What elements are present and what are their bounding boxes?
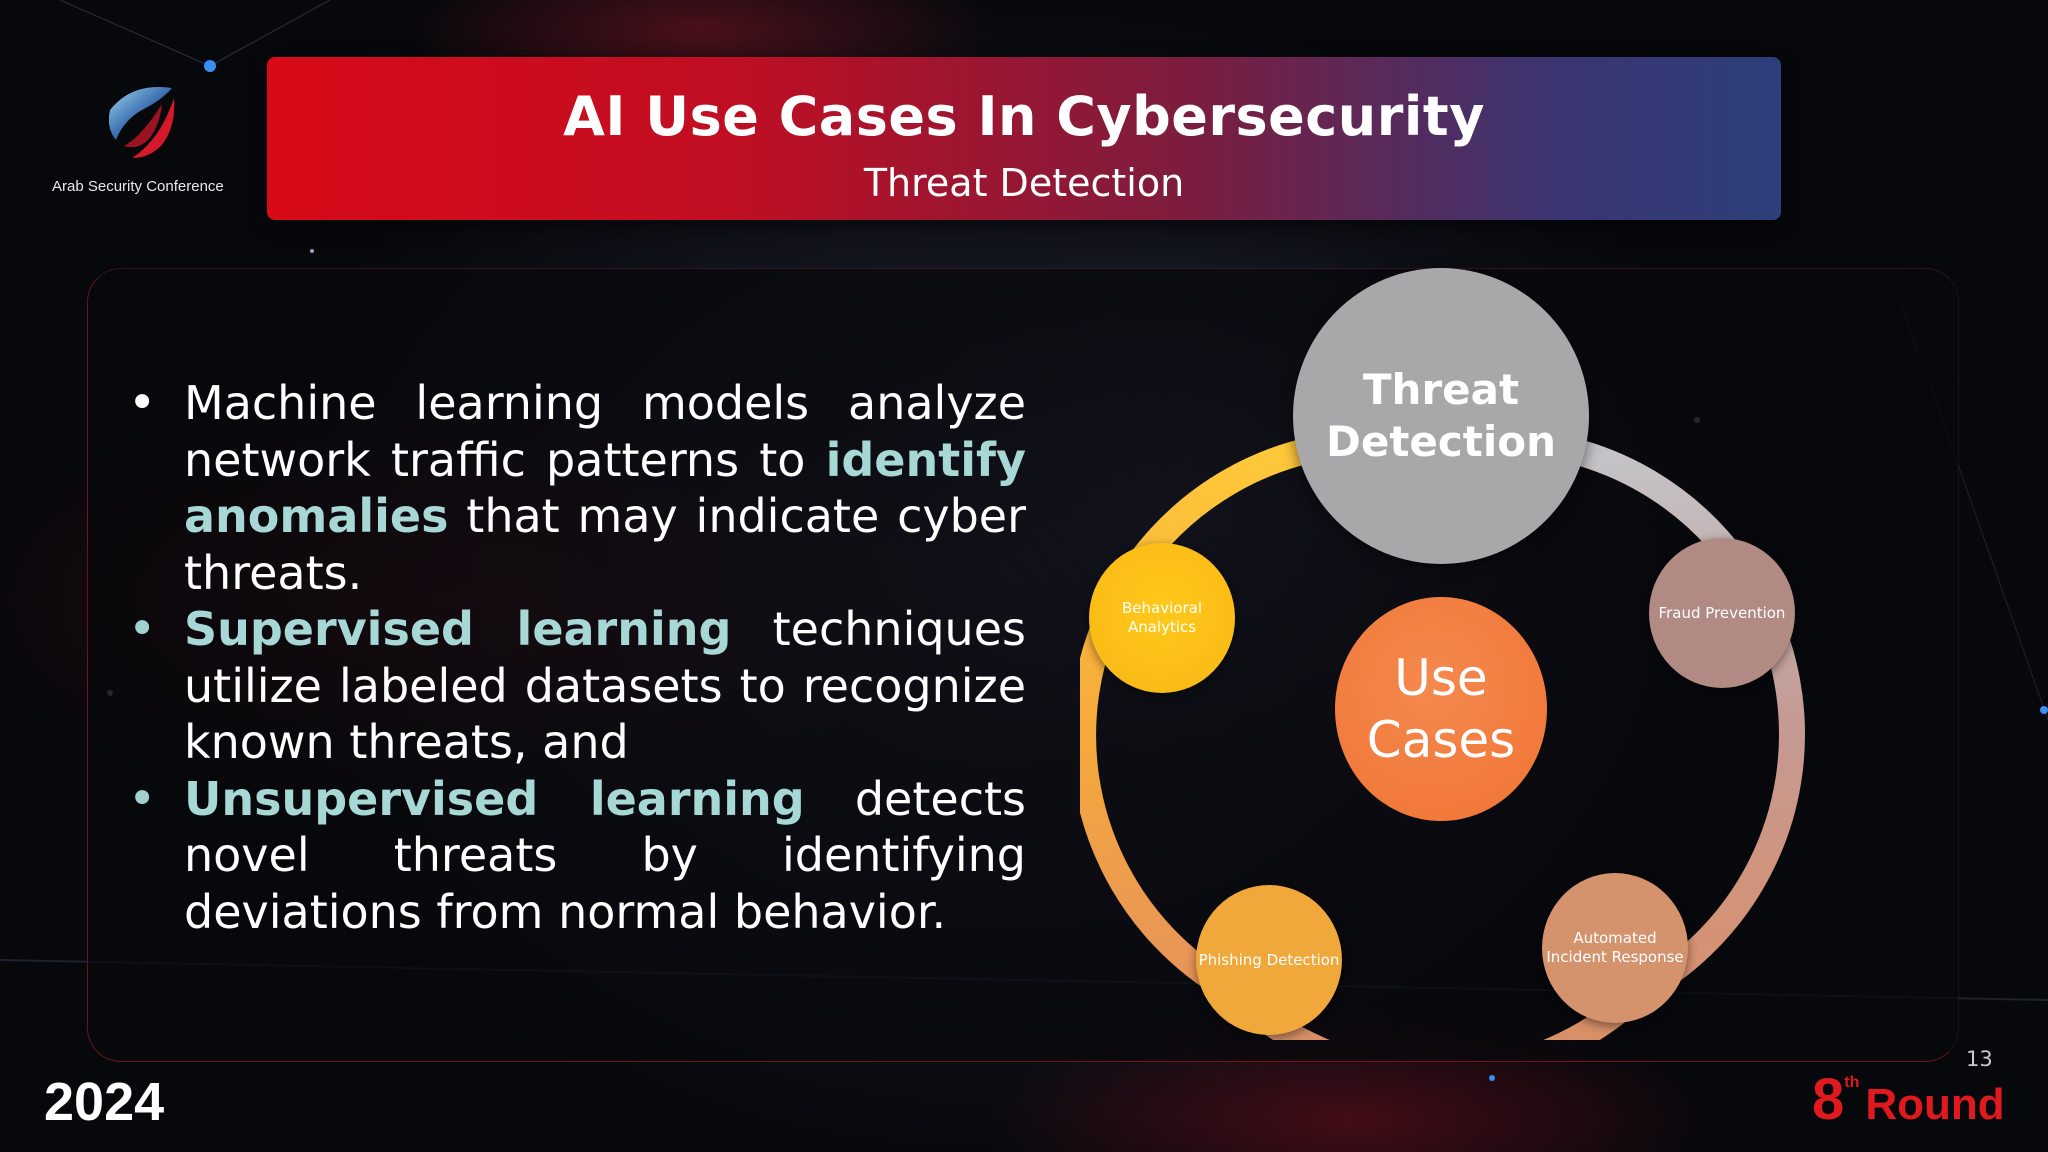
conference-logo: Arab Security Conference bbox=[40, 80, 240, 210]
shield-logo-icon bbox=[108, 86, 175, 158]
page-number: 13 bbox=[1966, 1047, 1993, 1071]
bullet-highlight: Unsupervised learning bbox=[184, 771, 805, 826]
year-label: 2024 bbox=[44, 1072, 165, 1132]
page-title: AI Use Cases In Cybersecurity bbox=[563, 85, 1485, 148]
round-number: 8 bbox=[1812, 1067, 1845, 1132]
behavioral-analytics-circle: Behavioral Analytics bbox=[1089, 543, 1235, 693]
logo-text: Arab Security Conference bbox=[52, 178, 224, 195]
page-subtitle: Threat Detection bbox=[863, 161, 1185, 205]
phishing-detection-circle: Phishing Detection bbox=[1196, 885, 1342, 1035]
bullet-marker: • bbox=[128, 375, 157, 431]
bullet-item: • Machine learning models analyze networ… bbox=[122, 375, 1026, 601]
automated-incident-response-circle: Automated Incident Response bbox=[1542, 873, 1688, 1023]
bullet-highlight: identify anomalies bbox=[184, 432, 1026, 544]
round-suffix: th bbox=[1844, 1074, 1860, 1091]
bullet-item: • Unsupervised learning detects novel th… bbox=[122, 771, 1026, 941]
round-word: Round bbox=[1865, 1080, 2005, 1129]
bullet-text: Supervised learning techniques utilize l… bbox=[184, 601, 1026, 771]
round-logo: 8th Round bbox=[1812, 1066, 2005, 1133]
fraud-prevention-circle: Fraud Prevention bbox=[1649, 538, 1795, 688]
threat-detection-circle: Threat Detection bbox=[1293, 268, 1589, 564]
bullet-item: • Supervised learning techniques utilize… bbox=[122, 601, 1026, 771]
bullet-text: Machine learning models analyze network … bbox=[184, 375, 1026, 601]
use-cases-diagram: Threat Detection Use Cases Fraud Prevent… bbox=[1080, 260, 1840, 1040]
bullet-marker: • bbox=[128, 770, 157, 827]
title-banner: AI Use Cases In Cybersecurity Threat Det… bbox=[267, 57, 1781, 220]
bullet-text-part: detects novel threats by identifying dev… bbox=[184, 771, 1026, 939]
bullet-highlight: Supervised learning bbox=[184, 602, 732, 656]
bullet-list: • Machine learning models analyze networ… bbox=[122, 375, 1026, 940]
bullet-text: Unsupervised learning detects novel thre… bbox=[184, 771, 1026, 941]
bullet-text-part: that may indicate cyber threats. bbox=[184, 489, 1026, 600]
bullet-text-part: Machine learning models analyze network … bbox=[184, 376, 1026, 487]
bullet-marker: • bbox=[128, 601, 157, 657]
bullet-text-part: techniques utilize labeled datasets to r… bbox=[184, 602, 1026, 769]
use-cases-circle: Use Cases bbox=[1335, 597, 1547, 821]
